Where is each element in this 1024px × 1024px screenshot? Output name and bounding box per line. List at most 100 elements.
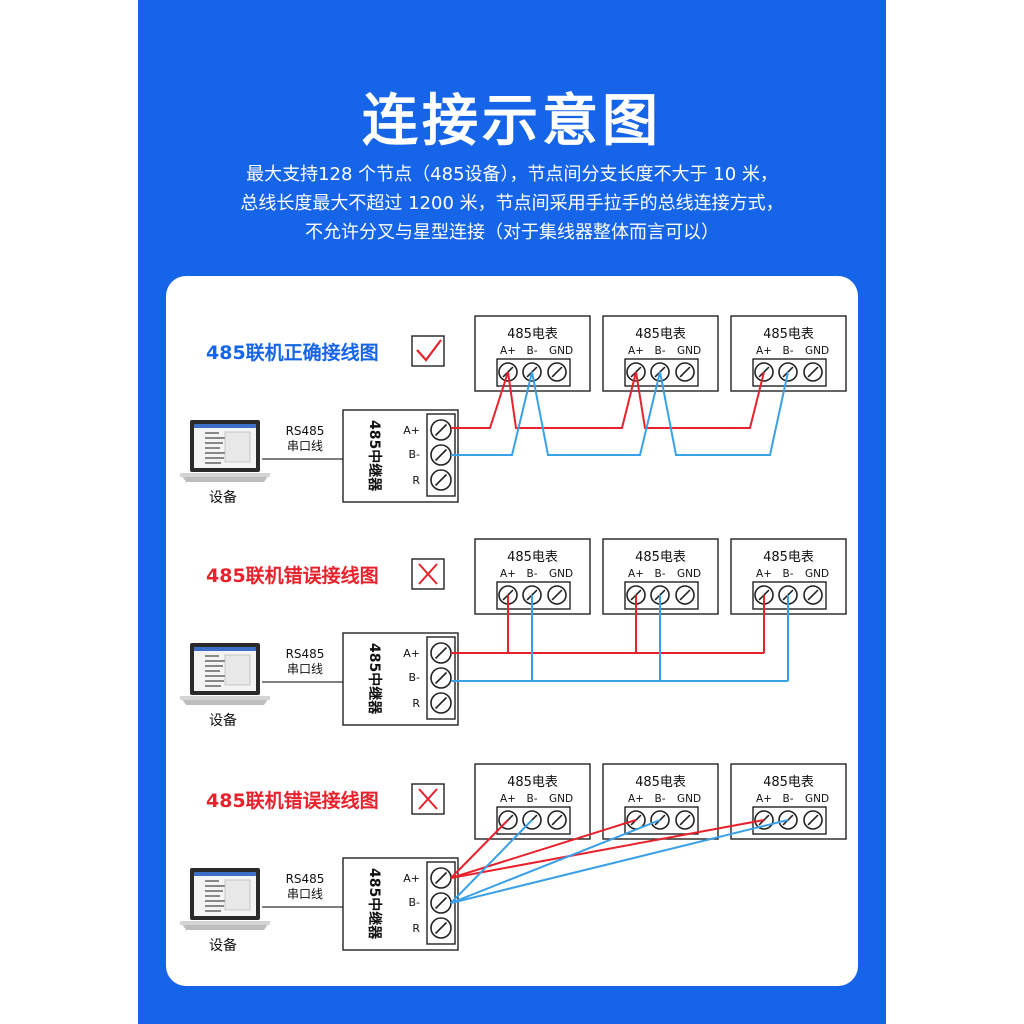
screw-terminal (430, 917, 452, 939)
meter-terminal-label: B- (527, 568, 538, 580)
cross-icon (411, 558, 445, 590)
wires (451, 371, 789, 456)
meter-1: 485电表 A+ B- GND (474, 763, 591, 840)
meter-terminal-label: GND (677, 793, 701, 805)
meter-terminal-label: GND (677, 345, 701, 357)
screw-terminal (803, 585, 823, 605)
screw-terminal (675, 585, 695, 605)
repeater-label: 485中继器 (366, 420, 383, 492)
meter-terminal-label: GND (549, 793, 573, 805)
screw-terminal (803, 362, 823, 382)
wire-a-star (450, 819, 637, 879)
subtitle-line-3: 不允许分叉与星型连接（对于集线器整体而言可以） (305, 222, 719, 243)
wire-a (451, 371, 765, 429)
laptop-icon (180, 420, 270, 482)
screw-terminal (430, 867, 452, 889)
section-title: 485联机错误接线图 (206, 564, 379, 587)
meter-terminal-label: A+ (628, 345, 644, 357)
meter-terminal-label: A+ (756, 345, 772, 357)
repeater-terminal-label: A+ (403, 872, 420, 885)
repeater-terminal-label: B- (408, 671, 420, 684)
meter-1: 485电表 A+ B- GND (474, 538, 591, 615)
subtitle-line-1: 最大支持128 个节点（485设备），节点间分支长度不大于 10 米， (246, 164, 778, 185)
repeater-terminal-label: B- (408, 896, 420, 909)
screw-terminal (547, 585, 567, 605)
screw-terminal (430, 892, 452, 914)
screw-terminal (430, 692, 452, 714)
page-subtitle: 最大支持128 个节点（485设备），节点间分支长度不大于 10 米， 总线长度… (138, 160, 886, 247)
screw-terminal (547, 362, 567, 382)
device-label: 设备 (209, 712, 237, 729)
cross-icon (411, 783, 445, 815)
meter-terminal-label: GND (677, 568, 701, 580)
meter-terminal-label: B- (527, 345, 538, 357)
repeater-terminal-label: B- (408, 448, 420, 461)
meter-terminal-label: A+ (756, 793, 772, 805)
laptop-icon (180, 868, 270, 930)
meter-label: 485电表 (507, 550, 558, 565)
section-3: 485联机错误接线图485电表A+B-GND485电表A+B-GND485电表A… (180, 763, 847, 954)
cable-label: RS485 (286, 424, 325, 438)
screw-terminal (430, 667, 452, 689)
screw-terminal (675, 810, 695, 830)
meter-terminal-label: B- (783, 793, 794, 805)
meter-terminal-label: A+ (500, 345, 516, 357)
meter-terminal-label: A+ (628, 793, 644, 805)
screw-terminal (430, 444, 452, 466)
cable-label: 串口线 (287, 662, 323, 676)
meter-terminal-label: B- (783, 345, 794, 357)
meter-label: 485电表 (763, 327, 814, 342)
section-title: 485联机正确接线图 (206, 341, 379, 364)
meter-terminal-label: GND (805, 793, 829, 805)
section-title: 485联机错误接线图 (206, 789, 379, 812)
cable-label: RS485 (286, 647, 325, 661)
meter-terminal-label: GND (549, 568, 573, 580)
meter-3: 485电表 A+ B- GND (730, 538, 847, 615)
meter-3: 485电表 A+ B- GND (730, 315, 847, 392)
screw-terminal (803, 810, 823, 830)
meter-terminal-label: GND (805, 345, 829, 357)
meter-terminal-label: A+ (500, 568, 516, 580)
screw-terminal (547, 810, 567, 830)
repeater-terminal-label: R (412, 922, 420, 935)
device-label: 设备 (209, 937, 237, 954)
screw-terminal (430, 469, 452, 491)
wire-b-star (450, 819, 661, 904)
meter-label: 485电表 (507, 327, 558, 342)
screw-terminal (675, 362, 695, 382)
cable-label: 串口线 (287, 439, 323, 453)
meter-label: 485电表 (635, 327, 686, 342)
repeater-terminal-label: A+ (403, 424, 420, 437)
meter-label: 485电表 (507, 775, 558, 790)
section-2: 485联机错误接线图 485电表 A+ B- GND 485电表 A+ B- GND 485电表 A… (180, 538, 847, 729)
laptop-icon (180, 643, 270, 705)
meter-2: 485电表 A+ B- GND (602, 763, 719, 840)
cable-label: RS485 (286, 872, 325, 886)
meter-terminal-label: A+ (756, 568, 772, 580)
meter-terminal-label: GND (805, 568, 829, 580)
meter-terminal-label: A+ (500, 793, 516, 805)
wire-b-star (450, 819, 789, 904)
cable-label: 串口线 (287, 887, 323, 901)
meter-terminal-label: B- (655, 793, 666, 805)
meter-terminal-label: A+ (628, 568, 644, 580)
page-title: 连接示意图 (362, 89, 662, 154)
subtitle-line-2: 总线长度最大不超过 1200 米，节点间采用手拉手的总线连接方式， (240, 193, 784, 214)
meter-terminal-label: B- (527, 793, 538, 805)
meter-label: 485电表 (635, 550, 686, 565)
section-1: 485联机正确接线图 485电表 A+ B- GND 485电表 A+ B- GND 485电表 A… (180, 315, 847, 506)
meter-label: 485电表 (635, 775, 686, 790)
meter-label: 485电表 (763, 550, 814, 565)
wire-b (451, 371, 789, 456)
device-label: 设备 (209, 489, 237, 506)
meter-terminal-label: GND (549, 345, 573, 357)
wire-a-star (450, 819, 509, 879)
meter-terminal-label: B- (783, 568, 794, 580)
